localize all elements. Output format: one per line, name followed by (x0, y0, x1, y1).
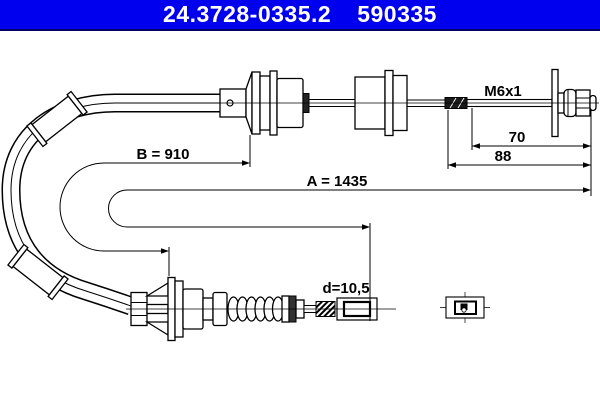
mounting-clip-detail (440, 292, 490, 323)
dim-a-label: A = 1435 (307, 173, 368, 190)
dimension-b (59, 135, 251, 276)
lower-end-assembly (126, 276, 396, 342)
dim-b-label: B = 910 (137, 146, 190, 163)
dim-70-label: 70 (509, 129, 526, 146)
part-number: 24.3728-0335.2 (163, 1, 332, 27)
eye-diameter-label: d=10,5 (322, 280, 369, 297)
reference-number: 590335 (357, 1, 437, 27)
dimension-70 (471, 108, 591, 150)
upper-end-assembly (214, 68, 599, 138)
cable-sleeve-lower (7, 243, 69, 301)
cable-sleeve-upper (26, 90, 88, 148)
thread-label: M6x1 (484, 83, 522, 100)
dimension-a (108, 110, 592, 321)
header-bar: 24.3728-0335.2 590335 (0, 0, 600, 31)
dimension-88 (447, 110, 591, 169)
dim-88-label: 88 (495, 148, 512, 165)
